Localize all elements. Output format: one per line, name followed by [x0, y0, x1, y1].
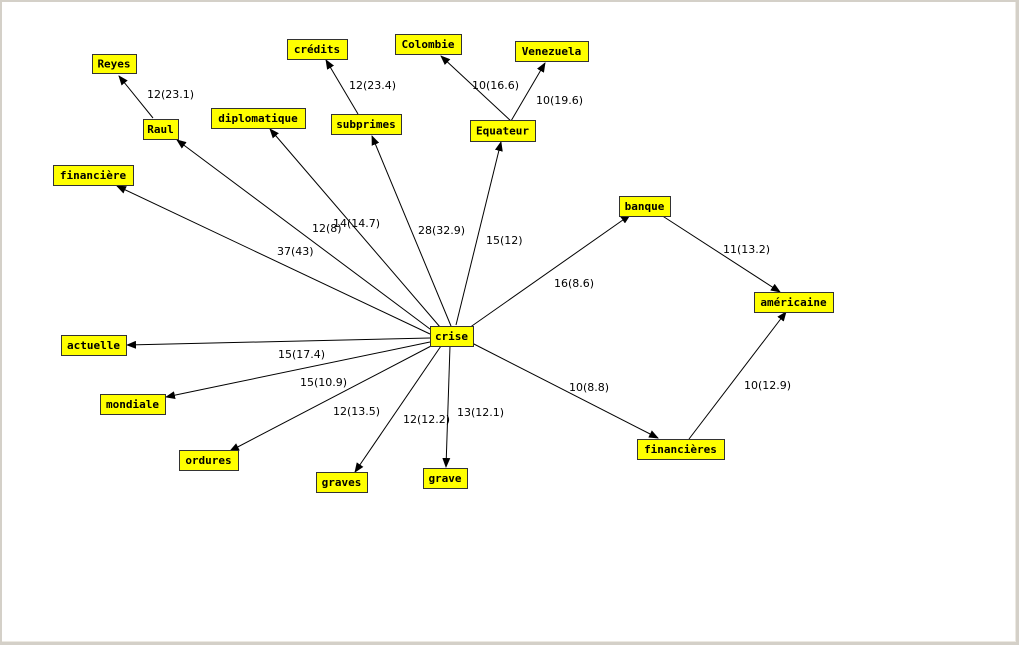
edge-label-crise-grave: 13(12.1)	[457, 406, 504, 419]
node-label-subprimes: subprimes	[336, 118, 396, 131]
edge-arrow-crise-subprimes	[371, 135, 452, 327]
node-label-banque: banque	[625, 200, 665, 213]
node-credits[interactable]: crédits	[287, 39, 348, 60]
edge-label-raul-reyes: 12(23.1)	[147, 88, 194, 101]
edge-label-crise-diplomatique: 14(14.7)	[333, 217, 380, 230]
edge-label-crise-mondiale: 15(10.9)	[300, 376, 347, 389]
edge-arrow-crise-mondiale	[165, 341, 431, 400]
node-colombie[interactable]: Colombie	[395, 34, 462, 55]
edge-label-crise-subprimes: 28(32.9)	[418, 224, 465, 237]
node-graves[interactable]: graves	[316, 472, 368, 493]
node-label-raul: Raul	[147, 123, 174, 136]
node-box-graves[interactable]	[316, 472, 368, 493]
node-banque[interactable]: banque	[619, 196, 671, 217]
node-grave[interactable]: grave	[423, 468, 468, 489]
node-label-financiere: financière	[60, 169, 127, 182]
edge-arrow-crise-financieres	[469, 341, 659, 439]
node-label-equateur: Equateur	[476, 125, 529, 138]
node-box-crise[interactable]	[430, 326, 474, 347]
node-label-americaine: américaine	[760, 296, 827, 309]
edge-label-financieres-americaine: 10(12.9)	[744, 379, 791, 392]
node-mondiale[interactable]: mondiale	[100, 394, 166, 415]
node-label-reyes: Reyes	[97, 58, 130, 71]
edge-label-crise-raul: 12(8)	[312, 222, 342, 235]
node-box-grave[interactable]	[423, 468, 468, 489]
node-financiere[interactable]: financière	[53, 165, 134, 186]
node-financieres[interactable]: financières	[637, 439, 725, 460]
node-box-americaine[interactable]	[754, 292, 834, 313]
edge-arrow-crise-grave	[442, 345, 451, 468]
node-label-mondiale: mondiale	[106, 398, 159, 411]
node-label-colombie: Colombie	[402, 38, 455, 51]
node-label-diplomatique: diplomatique	[218, 112, 298, 125]
node-americaine[interactable]: américaine	[754, 292, 834, 313]
node-box-reyes[interactable]	[92, 54, 137, 74]
node-box-financiere[interactable]	[53, 165, 134, 186]
edge-arrow-crise-ordures	[229, 344, 434, 452]
edge-arrow-crise-graves	[354, 345, 442, 473]
node-box-banque[interactable]	[619, 196, 671, 217]
edge-arrow-crise-equateur	[455, 141, 503, 326]
node-box-subprimes[interactable]	[331, 114, 402, 135]
node-label-actuelle: actuelle	[67, 339, 120, 352]
edge-label-crise-ordures: 12(13.5)	[333, 405, 380, 418]
edge-label-equateur-venezuela: 10(19.6)	[536, 94, 583, 107]
edge-arrow-crise-actuelle	[126, 337, 431, 349]
node-box-actuelle[interactable]	[61, 335, 127, 356]
edge-arrow-banque-americaine	[660, 214, 781, 293]
edge-label-crise-actuelle: 15(17.4)	[278, 348, 325, 361]
node-label-venezuela: Venezuela	[522, 45, 582, 58]
edge-arrow-equateur-venezuela	[510, 62, 546, 122]
node-actuelle[interactable]: actuelle	[61, 335, 127, 356]
node-subprimes[interactable]: subprimes	[331, 114, 402, 135]
edge-arrow-crise-raul	[176, 139, 435, 333]
node-box-ordures[interactable]	[179, 450, 239, 471]
edge-label-crise-equateur: 15(12)	[486, 234, 523, 247]
edge-label-crise-financieres: 10(8.8)	[569, 381, 609, 394]
node-box-colombie[interactable]	[395, 34, 462, 55]
node-venezuela[interactable]: Venezuela	[515, 41, 589, 62]
edge-arrow-crise-financiere	[116, 185, 431, 335]
node-box-raul[interactable]	[143, 119, 179, 140]
node-label-crise: crise	[435, 330, 468, 343]
node-raul[interactable]: Raul	[143, 119, 179, 140]
node-box-equateur[interactable]	[470, 120, 536, 142]
node-reyes[interactable]: Reyes	[92, 54, 137, 74]
edge-arrow-crise-banque	[468, 214, 631, 329]
node-diplomatique[interactable]: diplomatique	[211, 108, 306, 129]
edge-label-equateur-colombie: 10(16.6)	[472, 79, 519, 92]
node-box-mondiale[interactable]	[100, 394, 166, 415]
node-label-financieres: financières	[644, 443, 717, 456]
node-box-venezuela[interactable]	[515, 41, 589, 62]
node-label-graves: graves	[322, 476, 362, 489]
edges-layer: 12(23.1) 12(23.4) 10(16.6) 10(19.6) 37(43) 12…	[116, 55, 791, 473]
node-box-diplomatique[interactable]	[211, 108, 306, 129]
edge-arrow-subprimes-credits	[325, 59, 359, 115]
edge-label-subprimes-credits: 12(23.4)	[349, 79, 396, 92]
edge-arrow-equateur-colombie	[440, 55, 513, 123]
node-box-credits[interactable]	[287, 39, 348, 60]
node-label-credits: crédits	[294, 43, 340, 56]
node-box-financieres[interactable]	[637, 439, 725, 460]
node-crise[interactable]: crise	[430, 326, 474, 347]
edge-label-crise-financiere: 37(43)	[277, 245, 314, 258]
edge-label-banque-americaine: 11(13.2)	[723, 243, 770, 256]
node-ordures[interactable]: ordures	[179, 450, 239, 471]
node-equateur[interactable]: Equateur	[470, 120, 536, 142]
node-label-grave: grave	[428, 472, 461, 485]
edge-label-crise-banque: 16(8.6)	[554, 277, 594, 290]
edge-label-crise-graves: 12(12.2)	[403, 413, 450, 426]
edge-arrow-crise-diplomatique	[269, 128, 441, 328]
node-label-ordures: ordures	[185, 454, 231, 467]
edge-arrow-financieres-americaine	[688, 311, 787, 440]
edge-arrow-raul-reyes	[118, 75, 154, 119]
